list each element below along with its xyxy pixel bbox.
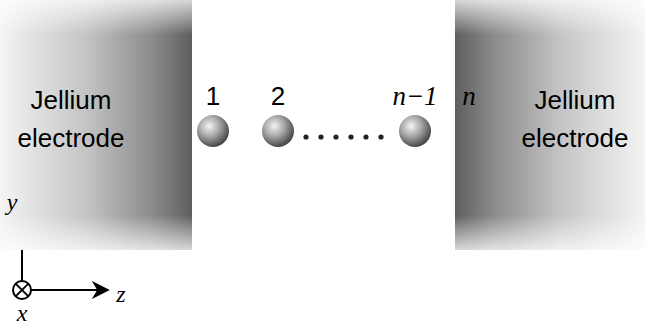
- site-index: n−1: [392, 81, 437, 112]
- electrode-label: Jellium electrode: [0, 82, 142, 157]
- site-index: 2: [271, 81, 285, 112]
- axis-label: z: [116, 281, 125, 308]
- atom-sphere: [262, 115, 294, 147]
- site-index: n: [462, 81, 476, 112]
- site-index: 1: [206, 81, 220, 112]
- electrode-block: Jellium electrode: [455, 0, 645, 250]
- atom-spheres: [197, 115, 487, 147]
- ellipsis-dots: [303, 134, 383, 139]
- axis-label: x: [17, 300, 28, 325]
- axis-label: y: [7, 189, 18, 216]
- atom-sphere: [399, 115, 431, 147]
- electrode-block: Jellium electrode: [0, 0, 192, 250]
- electrode-label: Jellium electrode: [505, 82, 645, 157]
- atom-sphere: [197, 115, 229, 147]
